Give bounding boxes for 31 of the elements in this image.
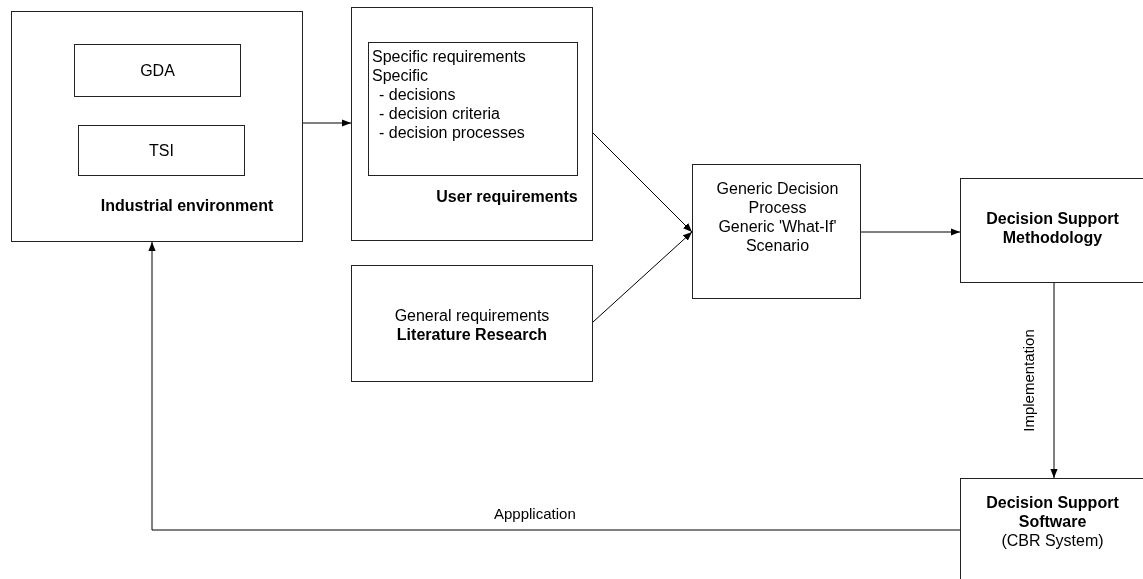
arrow [302,119,352,127]
arrow [592,231,693,323]
box-text: Generic 'What-If' Scenario [717,217,838,255]
box-text: (CBR System) [1000,531,1105,550]
arrow [148,241,961,531]
process-box [351,7,593,241]
inner-box [368,42,578,176]
box-text: - decision processes [378,123,526,142]
box-text: Generic Decision Process [715,179,840,217]
process-box [11,11,303,242]
box-text: Decision Support Methodology [985,209,1120,247]
box-text: User requirements [435,187,579,206]
process-box [960,178,1143,283]
process-box [351,265,593,382]
arrow [860,228,961,236]
process-box [692,164,861,299]
process-box [960,478,1143,579]
box-text: Specific [372,66,430,85]
box-text: Specific requirements [372,47,527,66]
box-text: - decisions [378,85,457,104]
inner-box [74,44,241,97]
box-text: General requirements [393,306,551,325]
box-text: GDA [139,61,176,80]
box-text: Decision Support Software [985,493,1120,531]
box-text: Literature Research [395,325,549,344]
inner-box [78,125,245,176]
arrow [592,132,693,233]
box-text: TSI [148,141,175,160]
arrow [1050,282,1058,479]
box-text: Industrial environment [99,196,275,215]
box-text: - decision criteria [378,104,501,123]
